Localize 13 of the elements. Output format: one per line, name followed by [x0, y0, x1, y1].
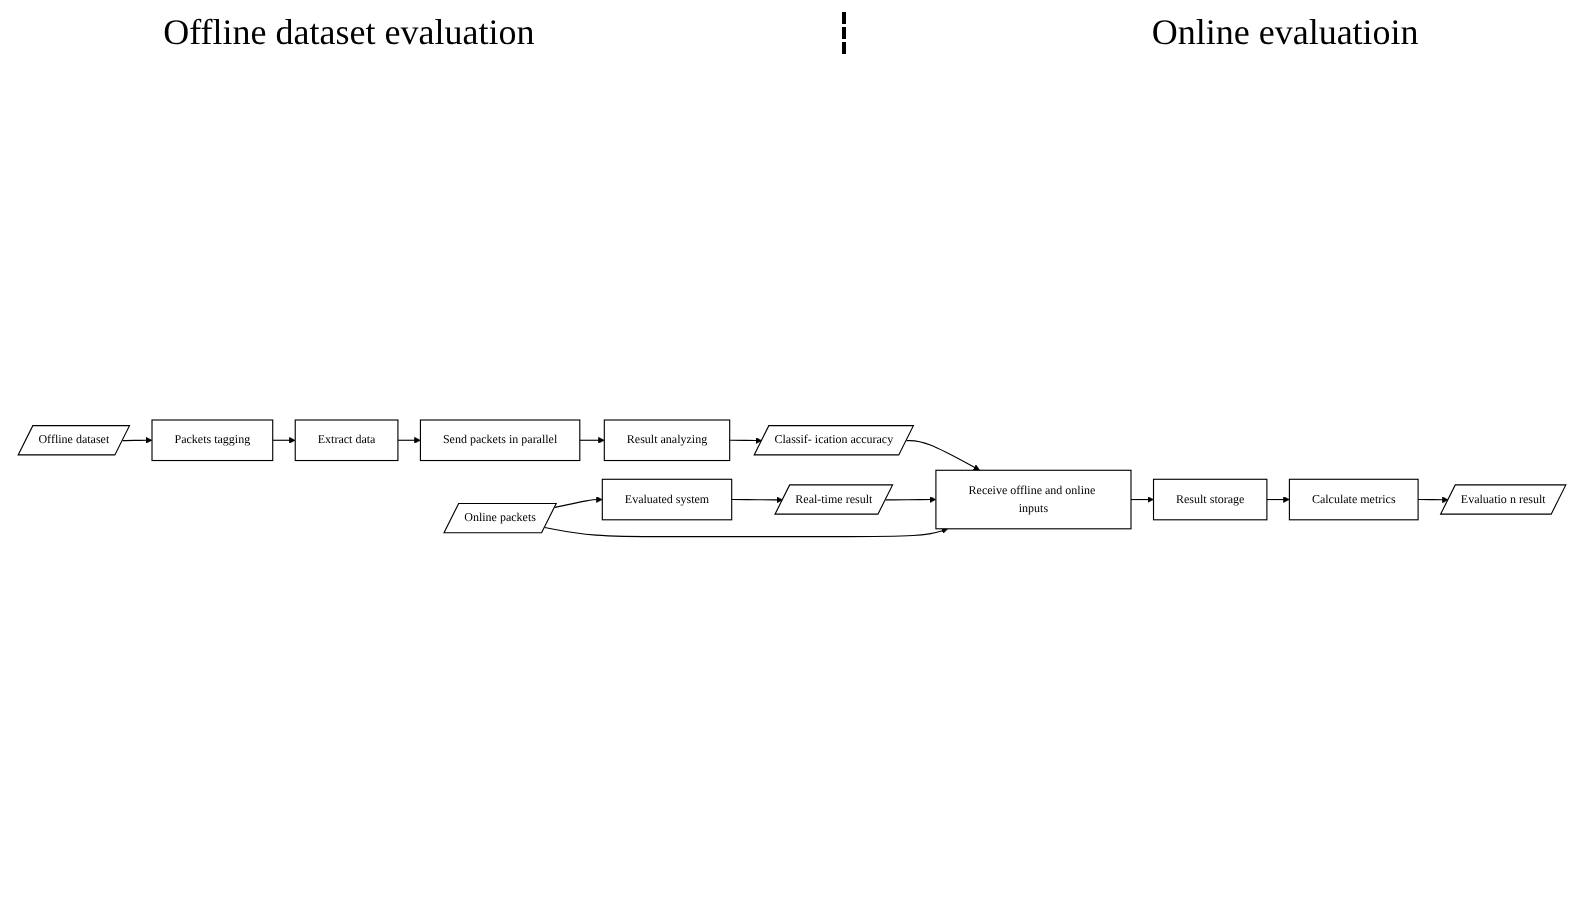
arrow [728, 437, 762, 445]
arrow [1416, 497, 1448, 504]
section-heading: Offline dataset evaluation [161, 12, 537, 54]
arrow [1129, 496, 1153, 504]
arrow [904, 440, 980, 472]
arrow [553, 496, 602, 509]
arrow [271, 437, 295, 445]
arrow [730, 497, 782, 504]
section-heading: Online evaluatioin [1149, 12, 1421, 54]
arrow [884, 496, 936, 504]
arrow [543, 527, 948, 538]
arrow [121, 437, 152, 445]
arrow [578, 437, 604, 445]
